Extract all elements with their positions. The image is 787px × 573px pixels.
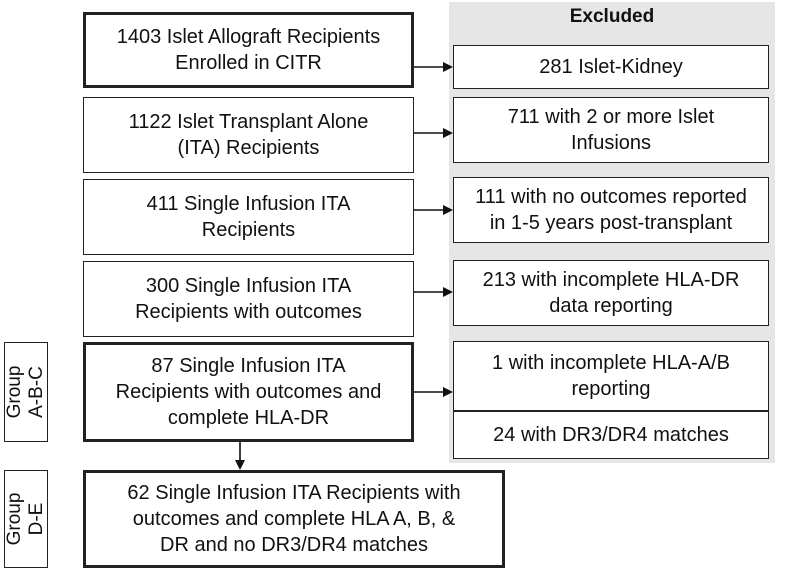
main-box-single-infusion: 411 Single Infusion ITA Recipients [83,179,414,255]
excluded-box-no-outcomes: 111 with no outcomes reported in 1-5 yea… [453,177,769,243]
main-box-with-outcomes: 300 Single Infusion ITA Recipients with … [83,261,414,337]
excluded-box-dr3-dr4: 24 with DR3/DR4 matches [453,411,769,459]
main-box-ita: 1122 Islet Transplant Alone (ITA) Recipi… [83,97,414,173]
main-box-enrolled: 1403 Islet Allograft Recipients Enrolled… [83,12,414,88]
excluded-title: Excluded [569,6,655,27]
group-label-de: Group D-E [4,470,48,568]
excluded-box-incomplete-hla-ab: 1 with incomplete HLA-A/B reporting [453,341,769,411]
excluded-box-multiple-infusions: 711 with 2 or more Islet Infusions [453,97,769,163]
excluded-box-islet-kidney: 281 Islet-Kidney [453,45,769,89]
main-box-group-abc: 87 Single Infusion ITA Recipients with o… [83,342,414,442]
excluded-box-incomplete-hla-dr: 213 with incomplete HLA-DR data reportin… [453,260,769,326]
main-box-group-de: 62 Single Infusion ITA Recipients with o… [83,470,505,568]
group-label-abc: Group A-B-C [4,342,48,442]
